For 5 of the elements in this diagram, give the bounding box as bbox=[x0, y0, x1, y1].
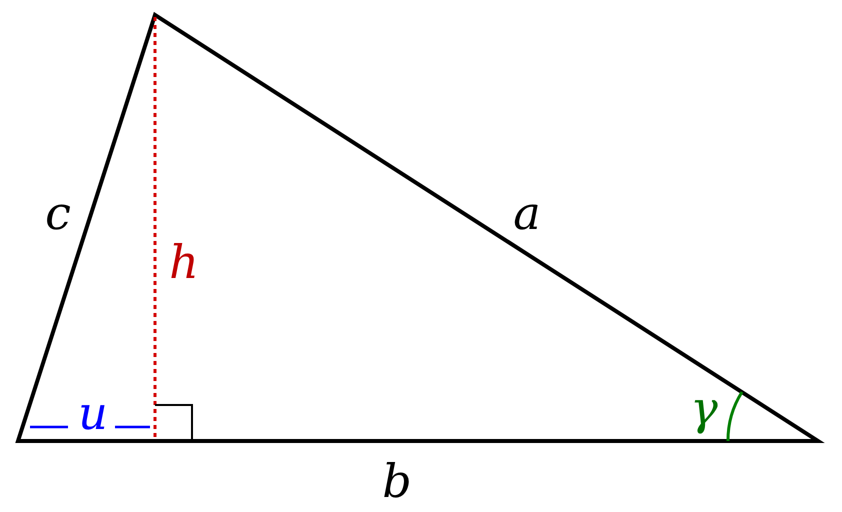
side-label: b bbox=[382, 458, 412, 504]
segment-label: u bbox=[78, 390, 108, 436]
side-label: c bbox=[45, 190, 71, 236]
altitude-label: h bbox=[169, 239, 199, 285]
side-label: a bbox=[513, 190, 541, 236]
